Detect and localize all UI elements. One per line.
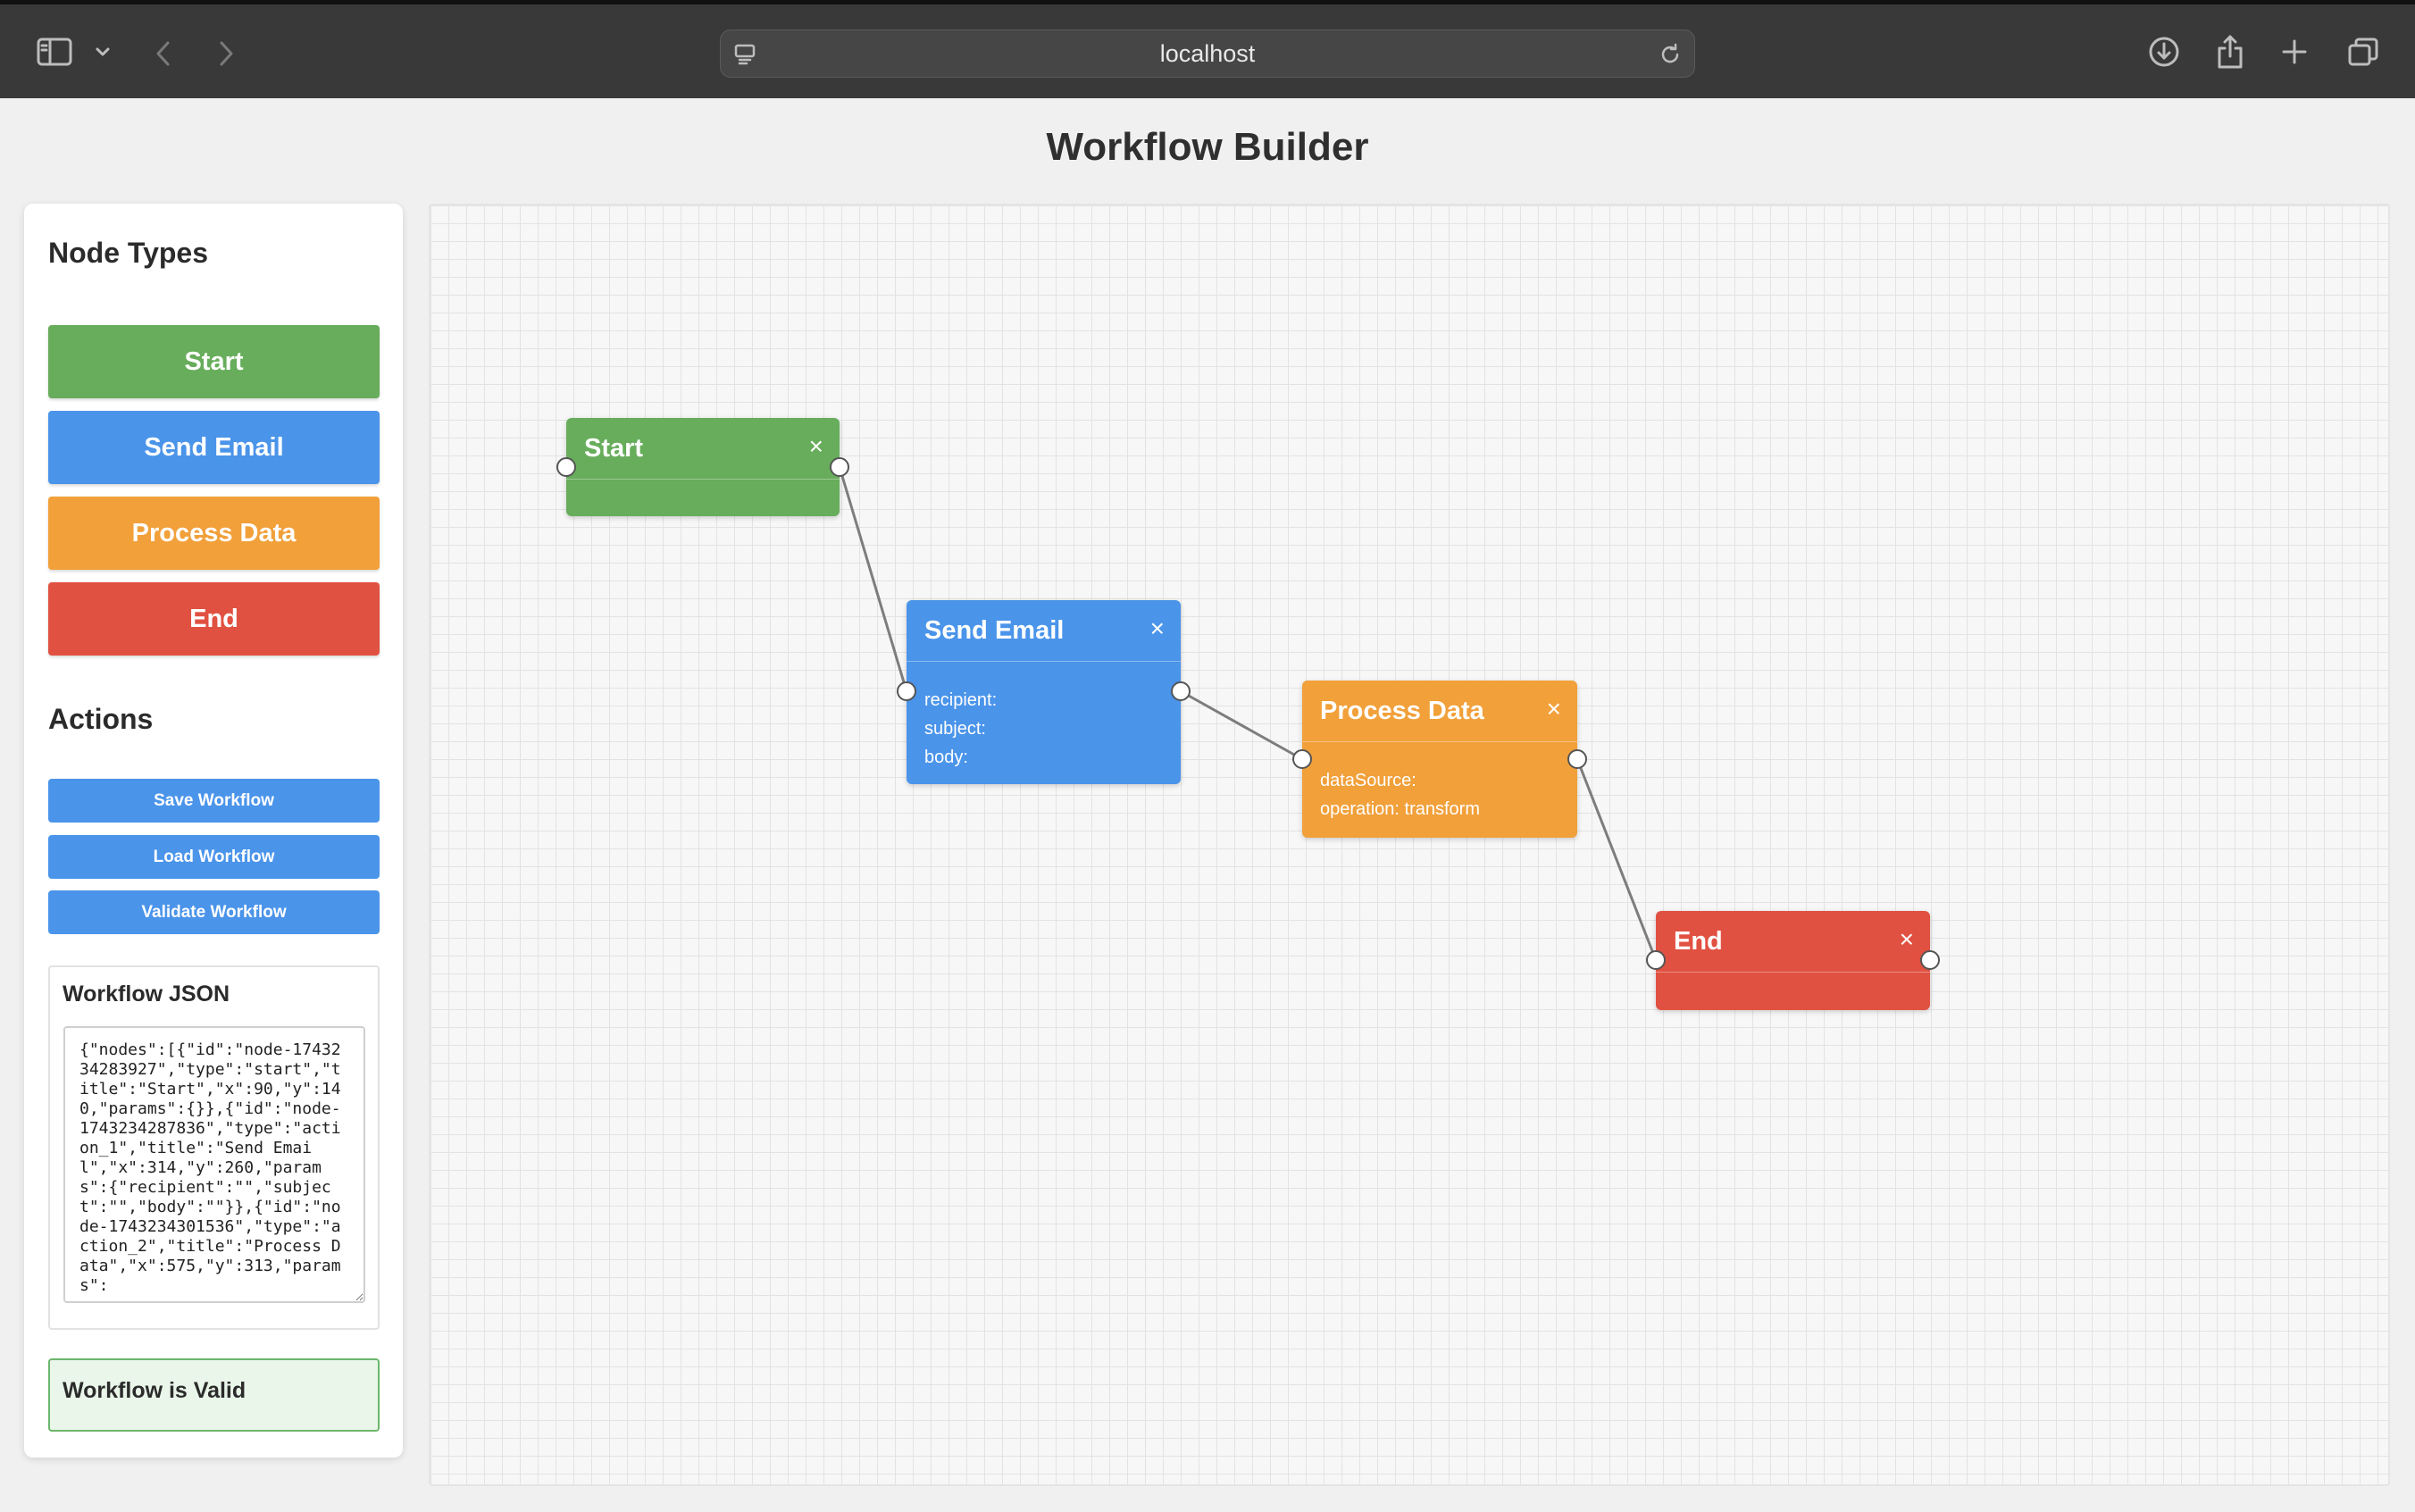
node-type-end-button[interactable]: End <box>48 582 380 656</box>
close-icon[interactable]: × <box>1899 925 1914 953</box>
node-types-heading: Node Types <box>48 237 208 269</box>
input-port[interactable] <box>556 457 576 477</box>
output-port[interactable] <box>1171 681 1191 701</box>
param-recipient: recipient: <box>924 690 998 710</box>
node-title: End <box>1674 927 1723 956</box>
param-data-source: dataSource: <box>1320 771 1416 790</box>
workflow-canvas[interactable]: Start × Send Email × recipient: subject:… <box>429 204 2390 1486</box>
param-subject: subject: <box>924 719 986 739</box>
param-operation: operation: transform <box>1320 799 1480 819</box>
browser-toolbar: localhost <box>0 0 2415 98</box>
close-icon[interactable]: × <box>808 432 823 460</box>
node-title: Process Data <box>1320 697 1484 725</box>
output-port[interactable] <box>1920 950 1940 970</box>
node-params: dataSource: operation: transform <box>1320 766 1480 823</box>
connections-layer <box>838 466 1658 961</box>
workflow-json-panel: Workflow JSON <box>48 965 380 1330</box>
node-type-send-email-button[interactable]: Send Email <box>48 411 380 484</box>
node-header: Process Data × <box>1302 681 1577 742</box>
url-text: localhost <box>1159 39 1256 67</box>
validate-workflow-button[interactable]: Validate Workflow <box>48 890 380 934</box>
node-title: Send Email <box>924 616 1065 645</box>
forward-icon[interactable] <box>211 37 241 71</box>
new-tab-icon[interactable] <box>2279 37 2310 67</box>
close-icon[interactable]: × <box>1546 695 1561 723</box>
node-header: Send Email × <box>907 600 1181 662</box>
node-process-data[interactable]: Process Data × dataSource: operation: tr… <box>1302 681 1577 838</box>
address-bar[interactable]: localhost <box>720 29 1695 78</box>
workflow-json-textarea[interactable] <box>63 1026 365 1303</box>
node-type-process-data-button[interactable]: Process Data <box>48 497 380 570</box>
sidebar-toggle-icon[interactable] <box>34 35 75 69</box>
node-header: End × <box>1656 911 1930 973</box>
node-params: recipient: subject: body: <box>924 686 997 772</box>
save-workflow-button[interactable]: Save Workflow <box>48 779 380 823</box>
back-icon[interactable] <box>148 37 179 71</box>
param-body: body: <box>924 748 968 767</box>
close-icon[interactable]: × <box>1149 614 1165 642</box>
load-workflow-button[interactable]: Load Workflow <box>48 835 380 879</box>
connection-process-data-to-end <box>1575 758 1658 961</box>
node-type-start-button[interactable]: Start <box>48 325 380 398</box>
tabs-overview-icon[interactable] <box>2345 35 2381 69</box>
node-header: Start × <box>566 418 840 480</box>
node-title: Start <box>584 434 644 463</box>
validation-status: Workflow is Valid <box>48 1358 380 1432</box>
reload-icon[interactable] <box>1657 41 1684 68</box>
input-port[interactable] <box>1646 950 1666 970</box>
workflow-json-heading: Workflow JSON <box>63 982 230 1007</box>
chevron-down-icon[interactable] <box>91 40 114 63</box>
connection-start-to-send-email <box>838 466 908 692</box>
actions-heading: Actions <box>48 703 154 735</box>
validation-status-text: Workflow is Valid <box>63 1378 247 1403</box>
page-icon <box>731 41 758 68</box>
input-port[interactable] <box>1292 749 1312 769</box>
output-port[interactable] <box>1567 749 1587 769</box>
connection-send-email-to-process-data <box>1180 689 1303 761</box>
node-start[interactable]: Start × <box>566 418 840 516</box>
input-port[interactable] <box>897 681 916 701</box>
node-end[interactable]: End × <box>1656 911 1930 1010</box>
sidebar: Node Types Start Send Email Process Data… <box>24 204 403 1458</box>
share-icon[interactable] <box>2213 33 2247 71</box>
output-port[interactable] <box>830 457 849 477</box>
page-title: Workflow Builder <box>1046 125 1369 169</box>
node-send-email[interactable]: Send Email × recipient: subject: body: <box>907 600 1181 784</box>
download-icon[interactable] <box>2147 35 2181 69</box>
